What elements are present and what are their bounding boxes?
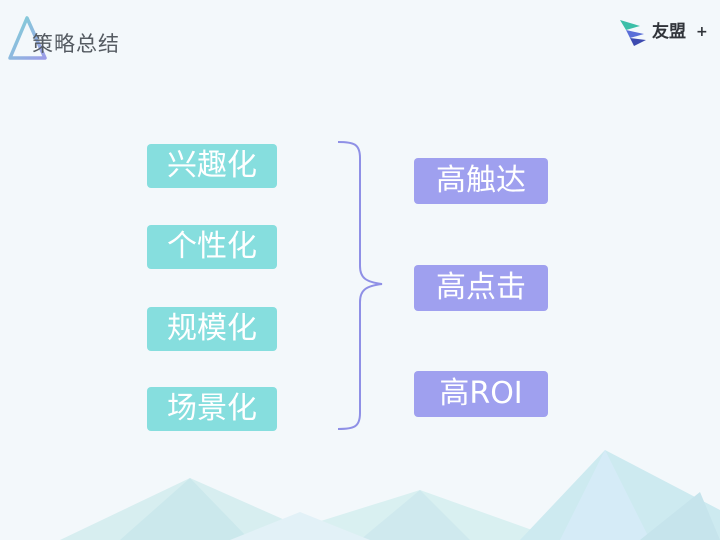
tag-high-reach: 高触达 bbox=[414, 158, 548, 204]
logo-plus: + bbox=[696, 24, 708, 40]
brand-logo: 友盟 + bbox=[616, 14, 716, 48]
logo-mark-icon bbox=[620, 20, 646, 46]
tag-personalized: 个性化 bbox=[147, 225, 277, 269]
page-title: 策略总结 bbox=[32, 32, 120, 56]
logo-text: 友盟 bbox=[652, 22, 686, 42]
curly-brace bbox=[337, 141, 383, 430]
tag-high-roi: 高ROI bbox=[414, 371, 548, 417]
tag-scenario: 场景化 bbox=[147, 387, 277, 431]
tag-interest: 兴趣化 bbox=[147, 144, 277, 188]
mountain-decoration bbox=[60, 450, 720, 540]
tag-high-click: 高点击 bbox=[414, 265, 548, 311]
tag-scale: 规模化 bbox=[147, 307, 277, 351]
title-triangle-icon bbox=[8, 16, 47, 60]
